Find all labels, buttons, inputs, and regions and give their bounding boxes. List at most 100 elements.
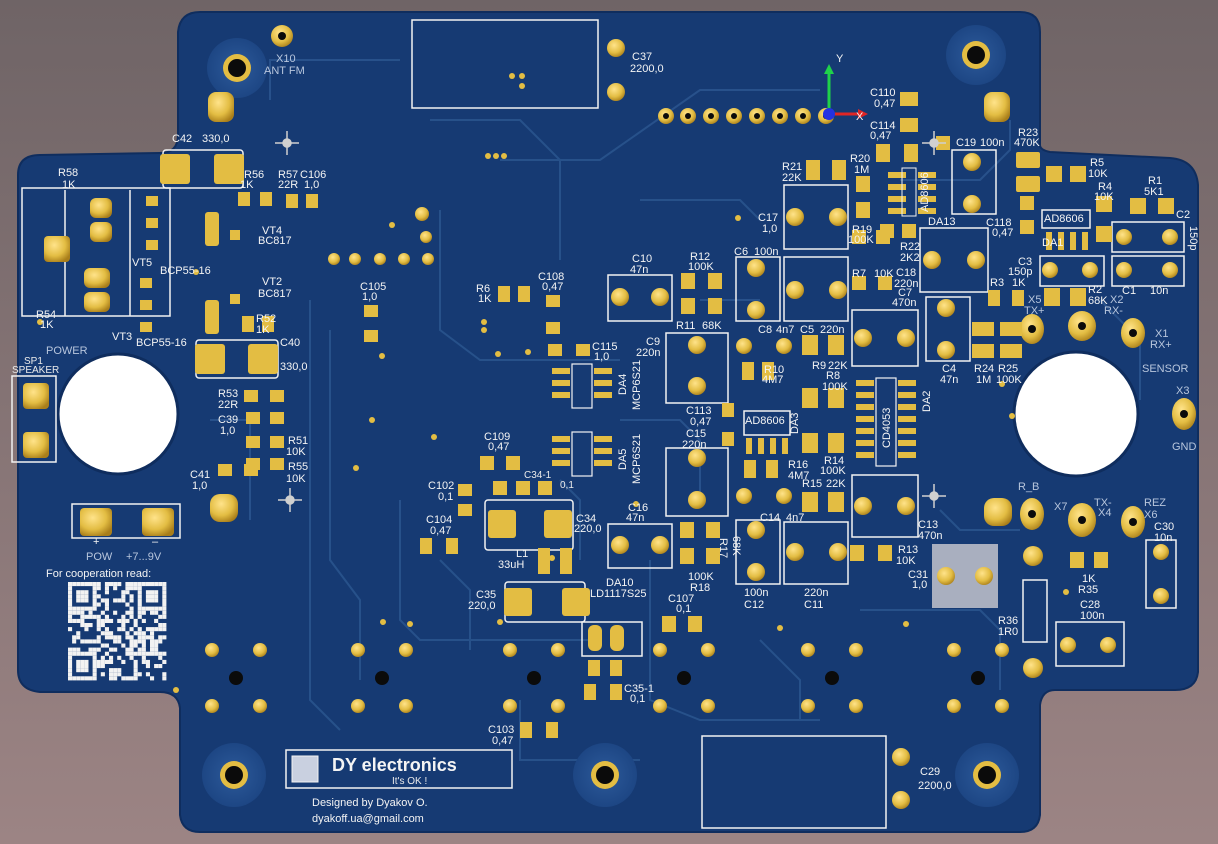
r14-ref: R14	[824, 455, 844, 467]
r6-value: 1K	[478, 293, 492, 305]
da10-ref: DA10	[606, 577, 634, 589]
c28-ref: C28	[1080, 599, 1100, 611]
r55-ref: R55	[288, 461, 308, 473]
c18-ref: C18	[896, 267, 916, 279]
c109-value: 0,47	[488, 441, 509, 453]
c39-ref: C39	[218, 414, 238, 426]
c30-value: 10n	[1154, 532, 1172, 544]
c42-ref: C42	[172, 133, 192, 145]
c12-value: 100n	[744, 587, 768, 599]
brand-logo-box	[285, 749, 513, 789]
r4-value: 10K	[1094, 191, 1114, 203]
r17-ref: R17	[717, 538, 729, 558]
c5-value: 220n	[820, 324, 844, 336]
sensor-opening	[1012, 350, 1140, 478]
c107-value: 0,1	[676, 603, 691, 615]
c113-ref: C113	[686, 405, 711, 417]
r5-value: 10K	[1088, 168, 1108, 180]
da4-ic	[571, 363, 593, 409]
c41-ref: C41	[190, 469, 210, 481]
c34-value: 220,0	[574, 523, 602, 535]
c17-ref: C17	[758, 212, 778, 224]
c14-ref: C14	[760, 512, 780, 524]
r21-ref: R21	[782, 161, 802, 173]
r3-ref: R3	[990, 277, 1004, 289]
smd-pads	[140, 92, 1174, 738]
c11-ref: C11	[804, 599, 823, 611]
r52-ref: R52	[256, 313, 276, 325]
x1-name: RX+	[1150, 339, 1172, 351]
r58-ref: R58	[58, 167, 78, 179]
x5-name: TX+	[1024, 305, 1044, 317]
r4-ref: R4	[1098, 181, 1112, 193]
c6-ref: C6	[734, 246, 748, 258]
c34-ref: C34	[576, 513, 596, 525]
c102-ref: C102	[428, 480, 454, 492]
cooperation-text: For cooperation read:	[46, 568, 151, 580]
l1-ref: L1	[516, 548, 528, 560]
c5-ref: C5	[800, 324, 814, 336]
x4-ref: X4	[1098, 507, 1111, 519]
power-label: POWER	[46, 345, 88, 357]
brand-name: DY electronics	[332, 755, 457, 775]
x1-ref: X1	[1155, 328, 1168, 340]
c103-value: 0,47	[492, 735, 513, 747]
x10-name: ANT FM	[264, 65, 305, 77]
c109-ref: C109	[484, 431, 510, 443]
capacitor-outlines	[11, 19, 1185, 829]
r35-value: 1K	[1082, 573, 1096, 585]
vt3-value: BCP55-16	[136, 337, 187, 349]
chip-logo-icon	[291, 755, 319, 783]
r20-ref: R20	[850, 153, 870, 165]
c103-ref: C103	[488, 724, 514, 736]
axis-indicator	[823, 64, 868, 120]
r51-ref: R51	[288, 435, 308, 447]
da4-value: MCP6S21	[631, 360, 643, 410]
x4-name: TX-	[1094, 497, 1112, 509]
r13-ref: R13	[898, 544, 918, 556]
vt3-ref: VT3	[112, 331, 132, 343]
c37-ref: C37	[632, 51, 652, 63]
mounting-holes	[202, 25, 1019, 807]
vt4-value: BC817	[258, 235, 292, 247]
l1-value: 33uH	[498, 559, 524, 571]
c31-value: 1,0	[912, 579, 927, 591]
da1-ref: DA1	[1042, 237, 1063, 249]
r15-ref: R15	[802, 478, 822, 490]
r54-value: 1K	[40, 319, 54, 331]
c31-ref: C31	[908, 569, 928, 581]
c30-ref: C30	[1154, 521, 1174, 533]
designer-email: dyakoff.ua@gmail.com	[312, 813, 424, 825]
c40-ref: C40	[280, 337, 300, 349]
c16-value: 47n	[626, 512, 644, 524]
da10-value: LD1117S25	[590, 588, 646, 600]
r53-ref: R53	[218, 388, 238, 400]
r22-ref: R22	[900, 241, 920, 253]
r11-value: 68K	[702, 320, 722, 332]
r36-ref: R36	[998, 615, 1018, 627]
c34-1-value: 0,1	[560, 480, 574, 491]
c110-value: 0,47	[874, 98, 895, 110]
r55-value: 10K	[286, 473, 306, 485]
da1-value: AD8606	[1044, 213, 1084, 225]
r24-value: 1M	[976, 374, 991, 386]
r21-value: 22K	[782, 172, 802, 184]
sp1-ref: SP1	[24, 356, 43, 367]
terminal-connectors	[23, 198, 1196, 538]
c110-ref: C110	[870, 87, 895, 99]
c8-value: 4n7	[776, 324, 794, 336]
c9-value: 220n	[636, 347, 660, 359]
c9-ref: C9	[646, 336, 660, 348]
r25-ref: R25	[998, 363, 1018, 375]
designed-by: Designed by Dyakov O.	[312, 797, 428, 809]
r7-ref: R7	[852, 268, 866, 280]
r18-ref: R18	[690, 582, 710, 594]
da5-value: MCP6S21	[631, 434, 643, 484]
c10-value: 47n	[630, 264, 648, 276]
c108-ref: C108	[538, 271, 564, 283]
pow-pad-plus	[80, 508, 112, 536]
axis-x-label: X	[856, 111, 864, 123]
r56-ref: R56	[244, 169, 264, 181]
c6-value: 100n	[754, 246, 778, 258]
c16-ref: C16	[628, 502, 648, 514]
